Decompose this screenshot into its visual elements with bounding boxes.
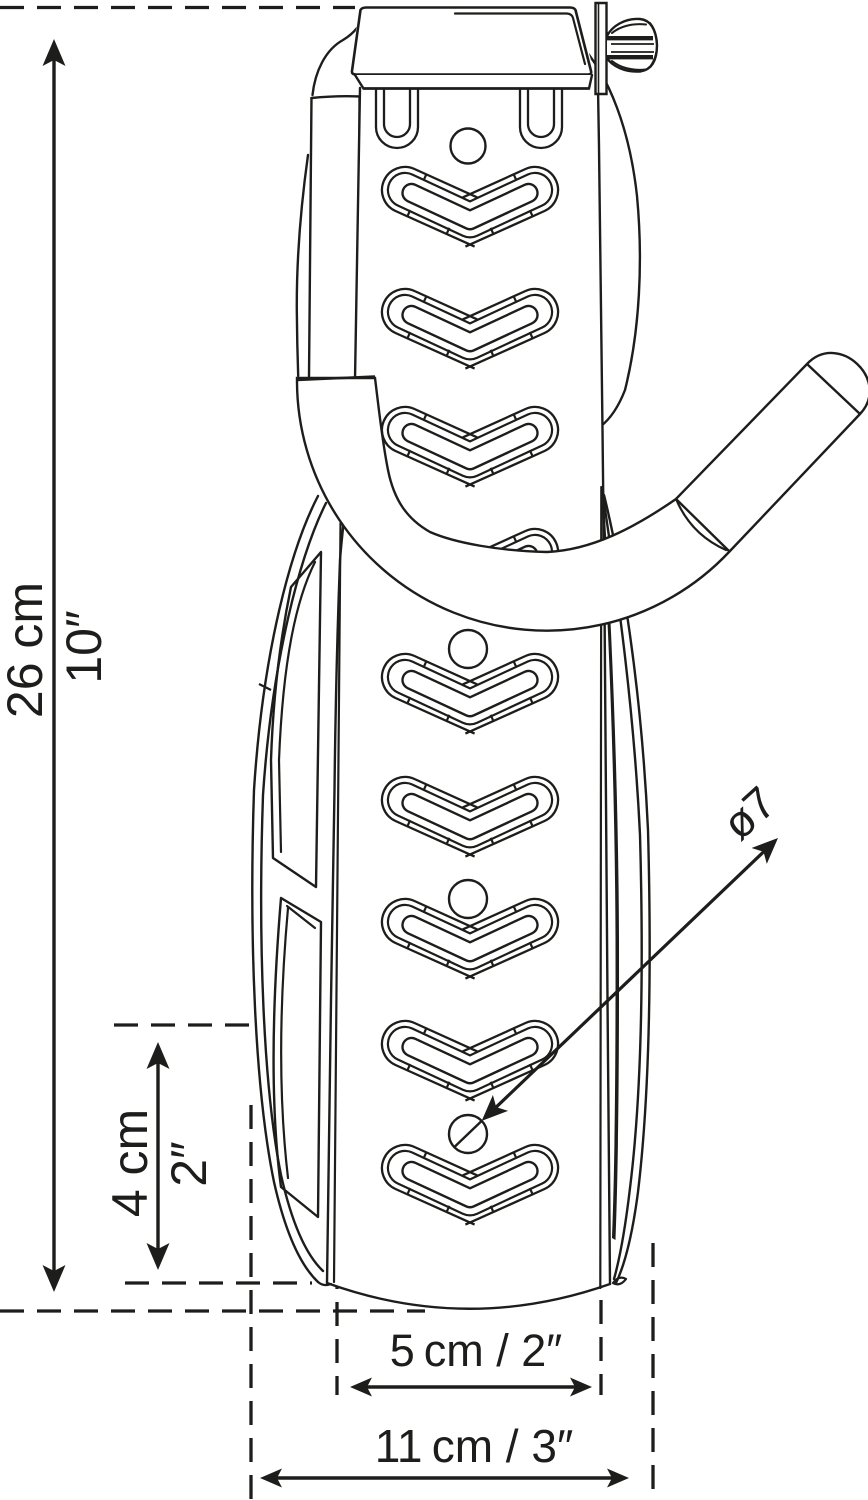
svg-text:4 cm: 4 cm (102, 1109, 158, 1217)
svg-text:5 cm / 2″: 5 cm / 2″ (390, 1325, 563, 1376)
svg-text:11 cm / 3″: 11 cm / 3″ (375, 1420, 574, 1472)
svg-text:26 cm: 26 cm (0, 582, 53, 718)
svg-text:10″: 10″ (56, 610, 112, 683)
svg-text:2″: 2″ (161, 1141, 217, 1187)
